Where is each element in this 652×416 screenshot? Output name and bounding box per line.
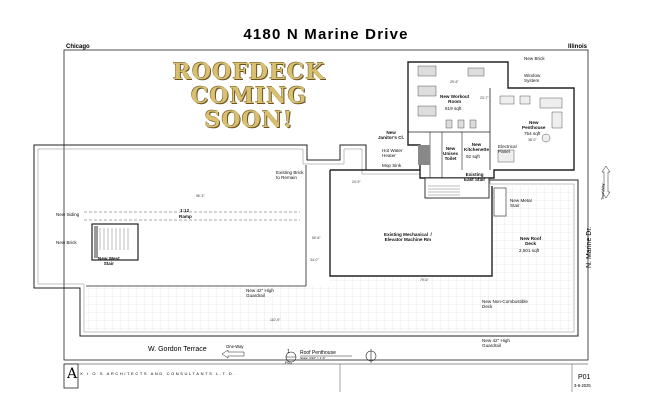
dimension-9: 110'-9"	[270, 318, 281, 322]
two-way-label: Two-Way	[600, 183, 605, 200]
west-stair-treads	[99, 228, 129, 250]
dimension-4: 96'-3"	[196, 194, 205, 198]
penthouse-furniture	[497, 95, 563, 163]
label-guardrail-right: New 42" High Guardrail	[482, 338, 510, 349]
label-workout-area: 619 sqft	[445, 106, 462, 111]
label-new-siding: New Siding	[56, 212, 80, 217]
service-wall	[418, 145, 430, 165]
sheet-number: P01	[578, 374, 591, 381]
label-kitchenette-area: 92 sqft	[466, 154, 480, 159]
label-new-metal-stair: New Metal Stair	[510, 198, 532, 209]
city-label: Chicago	[66, 44, 90, 50]
label-existing-mechanical: Existing Mechanical / Elevator Machine R…	[384, 232, 432, 243]
label-existing-east-stair: Existing East Stair	[464, 172, 486, 183]
label-penthouse-area: 754 sqft	[524, 131, 541, 136]
sheet-border	[63, 49, 589, 361]
label-new-workout-room: New Workout Room	[440, 94, 470, 105]
label-new-kitchenette: New Kitchenette	[464, 142, 490, 153]
firm-logo-icon	[63, 363, 79, 389]
label-new-unisex-toilet: New Unisex Toilet	[443, 146, 459, 162]
mechanical-room-walls	[329, 170, 493, 277]
label-guardrail-left: New 42" High Guardrail	[246, 288, 274, 299]
label-new-roof-deck: New Roof Deck	[520, 236, 542, 247]
two-way-arrow-icon	[601, 165, 611, 199]
metal-stair	[493, 187, 507, 217]
west-stair-box	[91, 223, 139, 261]
label-ramp-slope: 1:12	[180, 208, 190, 213]
dimension-8: 79'-6"	[420, 278, 429, 282]
street-label-marine-dr: N. Marine Dr.	[586, 226, 593, 268]
street-label-west-gordon: W. Gordon Terrace	[148, 346, 207, 353]
label-window-system: Window System	[524, 73, 541, 84]
drawing-sheet-ref: P01	[285, 360, 293, 365]
dimension-7: 24'-9"	[352, 180, 361, 184]
drawing-scale: Scale: 3/32" = 1'-0"	[300, 356, 326, 360]
deck-hatch	[86, 186, 572, 330]
sheet-title: 4180 N Marine Drive	[243, 26, 409, 43]
west-stair-siding	[94, 226, 98, 258]
label-ramp: Ramp	[179, 214, 192, 219]
label-existing-brick: Existing Brick to Remain	[276, 170, 304, 181]
firm-logo-letter: A	[67, 366, 78, 382]
label-non-combustible-deck: New Non-Combustible Deck	[482, 299, 528, 310]
one-way-arrow-icon	[221, 349, 245, 359]
dimension-5: 50'-6"	[312, 236, 321, 240]
dimension-6: 34'-0"	[310, 258, 319, 262]
sheet-date: 3-6-2025	[574, 383, 591, 388]
penthouse-outline	[407, 61, 575, 179]
dimension-1: 29'-6"	[450, 80, 459, 84]
label-new-west-stair: New West Stair	[98, 256, 120, 267]
workout-equipment	[417, 65, 485, 129]
label-new-janitors-closet: New Janitor's Cl.	[378, 130, 405, 141]
label-new-brick-left: New Brick	[56, 240, 77, 245]
label-electrical-panel: Electrical Panel	[498, 144, 517, 155]
label-roof-deck-area: 2,501 sqft	[519, 248, 540, 253]
east-stair-treads	[428, 185, 460, 196]
label-new-penthouse: New Penthouse	[522, 120, 546, 131]
drawing-number: 1	[287, 349, 290, 355]
banner-line-2: COMING	[190, 83, 308, 109]
roofdeck-banner: ROOFDECK COMING SOON!	[168, 60, 330, 132]
dimension-3: 38'-0"	[528, 138, 537, 142]
banner-line-1: ROOFDECK	[172, 59, 326, 85]
state-label: Illinois	[568, 44, 588, 50]
drawing-title: Roof Penthouse	[300, 350, 336, 356]
east-stair-box	[424, 177, 490, 199]
label-mop-sink: Mop Sink	[382, 163, 402, 168]
firm-name: X I O S ARCHITECTS AND CONSULTANTS L.T.D…	[80, 371, 237, 376]
one-way-label: One-Way	[226, 344, 244, 349]
banner-line-3: SOON!	[204, 107, 294, 133]
label-new-brick-top: New Brick	[524, 56, 545, 61]
dimension-2: 23'-7"	[480, 96, 489, 100]
label-hot-water-heater: Hot Water Heater	[382, 148, 403, 159]
